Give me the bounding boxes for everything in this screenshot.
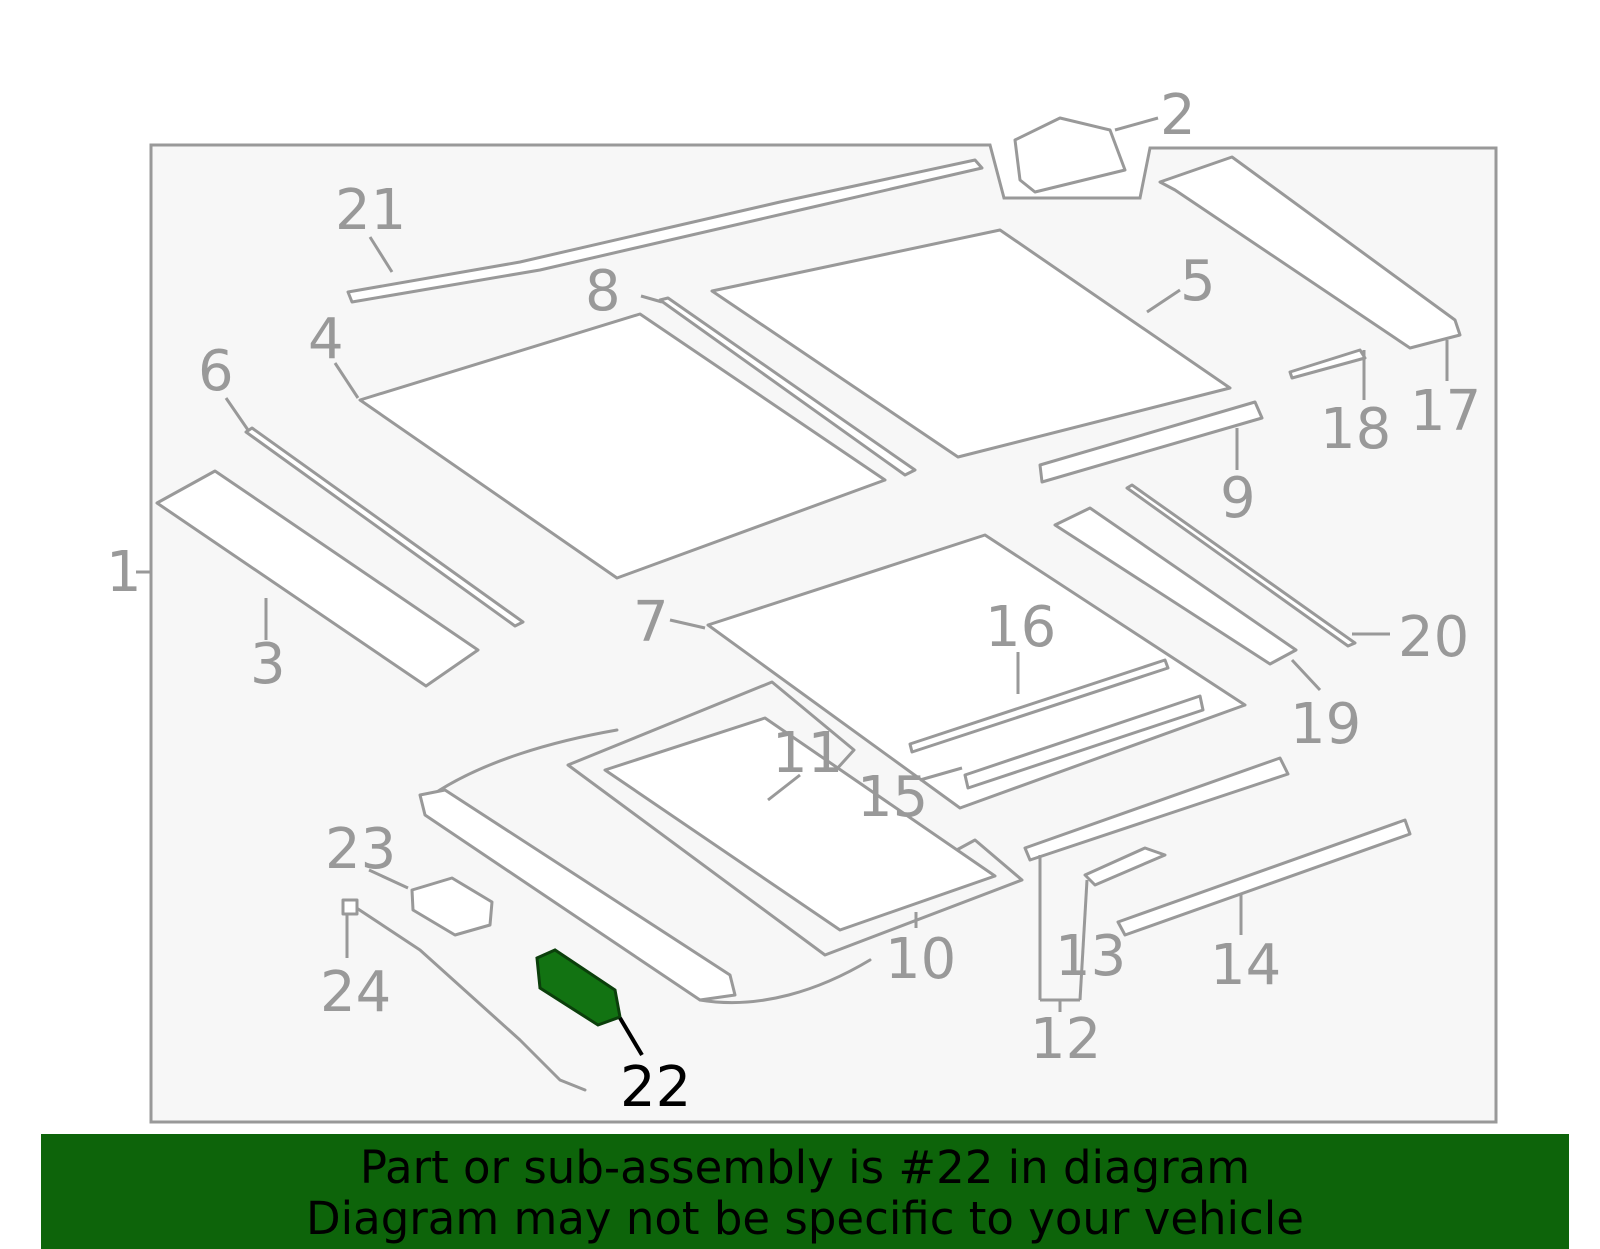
callout-17: 17 — [1410, 379, 1481, 444]
part-10-mechanism — [418, 788, 737, 1002]
callout-11: 11 — [772, 721, 843, 786]
part-11-frame — [603, 716, 997, 932]
info-banner: Part or sub-assembly is #22 in diagram D… — [41, 1134, 1569, 1249]
part-23-motor — [410, 876, 494, 937]
part-17-roller — [1158, 155, 1462, 350]
callout-9: 9 — [1220, 466, 1256, 531]
callout-13: 13 — [1055, 924, 1126, 989]
part-20-strip — [1125, 483, 1357, 648]
part-15-strip — [963, 694, 1205, 790]
part-3-deflector — [155, 469, 480, 688]
callout-16: 16 — [985, 595, 1056, 660]
callout-22: 22 — [620, 1055, 691, 1120]
part-14-rail — [1116, 818, 1412, 937]
callout-3: 3 — [250, 632, 286, 697]
callout-14: 14 — [1210, 933, 1281, 998]
part-22-control-unit — [535, 948, 622, 1027]
callout-7: 7 — [633, 590, 669, 655]
banner-line-2: Diagram may not be specific to your vehi… — [306, 1192, 1304, 1245]
callout-labels: 1 2 3 4 5 6 7 8 9 10 11 12 13 14 15 16 1… — [106, 83, 1481, 1120]
callout-20: 20 — [1398, 605, 1469, 670]
callout-1: 1 — [106, 540, 142, 605]
callout-8: 8 — [585, 259, 621, 324]
callout-6: 6 — [198, 339, 234, 404]
leader-lines — [136, 116, 1449, 1057]
callout-5: 5 — [1180, 249, 1216, 314]
cable-arc — [423, 728, 872, 1005]
part-2-bracket — [1013, 116, 1127, 194]
part-13-bracket — [1083, 846, 1167, 887]
callout-21: 21 — [335, 178, 406, 243]
part-16-strip — [908, 658, 1170, 754]
part-19-panel — [1053, 506, 1298, 666]
part-4-glass — [358, 312, 887, 580]
callout-19: 19 — [1290, 692, 1361, 757]
callout-2: 2 — [1160, 83, 1196, 148]
callout-24: 24 — [320, 960, 391, 1025]
callout-23: 23 — [325, 817, 396, 882]
callout-12: 12 — [1030, 1007, 1101, 1072]
callout-18: 18 — [1320, 397, 1391, 462]
part-5-glass — [710, 228, 1232, 459]
part-6-strip — [244, 426, 525, 628]
part-24-harness — [350, 903, 587, 1092]
banner-line-1: Part or sub-assembly is #22 in diagram — [359, 1141, 1251, 1194]
part-8-seal — [658, 296, 917, 477]
callout-10: 10 — [885, 927, 956, 992]
part-12-rail — [1023, 756, 1290, 862]
part-24-connector — [341, 898, 359, 916]
callout-15: 15 — [857, 765, 928, 830]
part-21-rail — [346, 158, 984, 304]
part-9-rail — [1038, 400, 1264, 484]
callout-4: 4 — [308, 307, 344, 372]
